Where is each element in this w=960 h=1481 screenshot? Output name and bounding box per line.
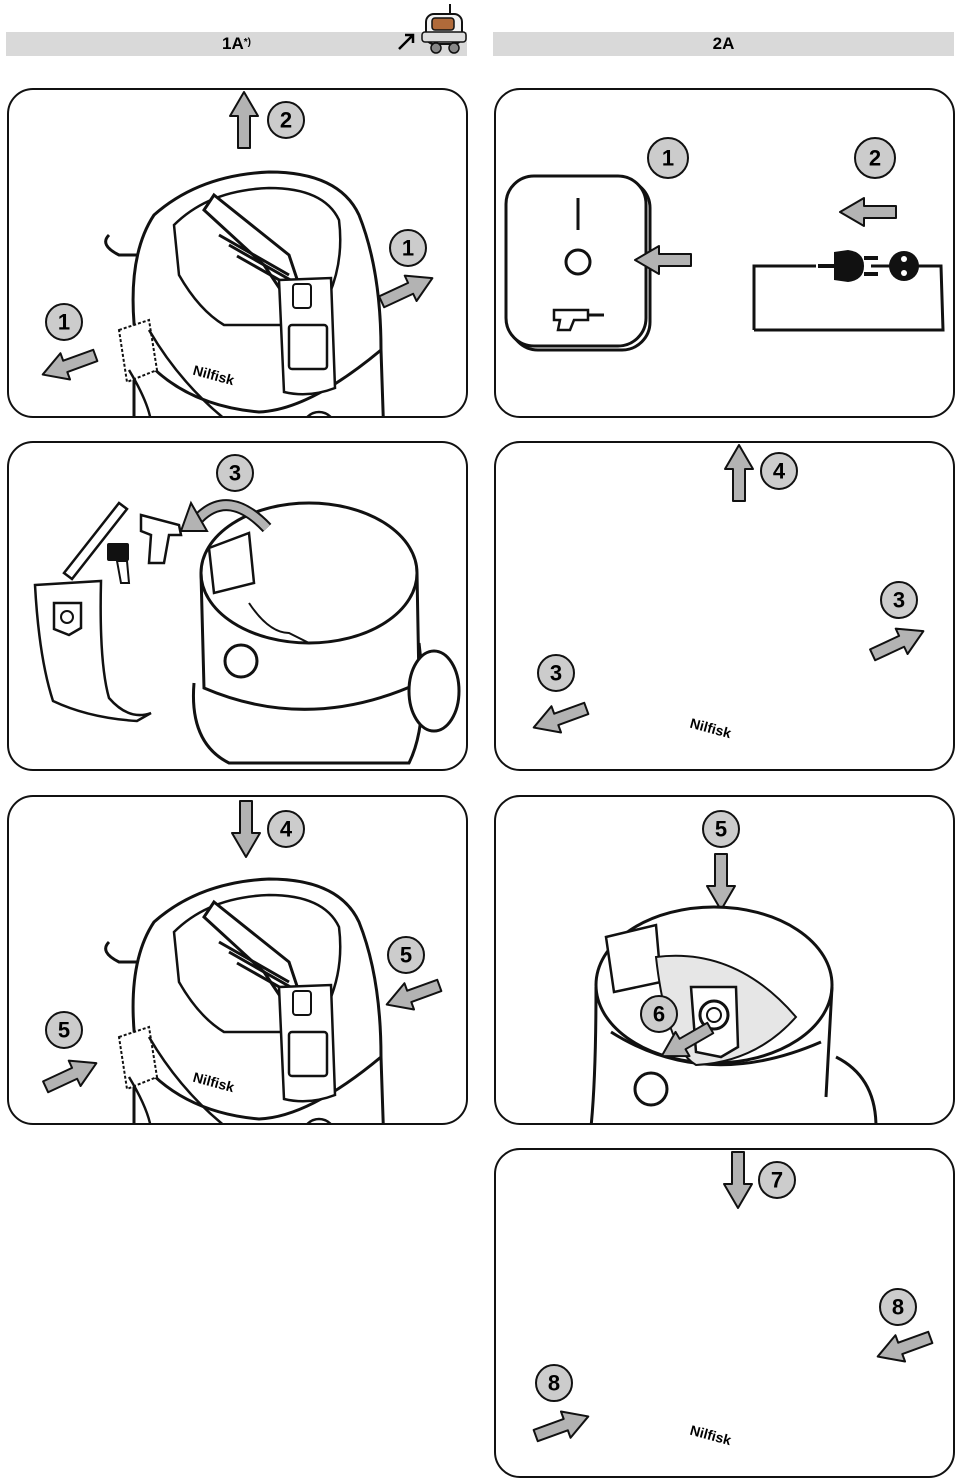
step-number-5: 5 bbox=[715, 817, 727, 842]
warning-icon bbox=[889, 251, 919, 281]
arrow-down bbox=[723, 1151, 753, 1209]
step-badge-3b bbox=[880, 581, 918, 619]
step-number-2: 2 bbox=[869, 146, 881, 171]
step-number-5a: 5 bbox=[58, 1018, 70, 1043]
panel-1a-remove-lid: Nilfisk 2 1 1 bbox=[7, 88, 468, 418]
step-badge-4 bbox=[760, 452, 798, 490]
step-badge-8a bbox=[535, 1364, 573, 1402]
step-badge-6 bbox=[640, 995, 678, 1033]
step-number-4: 4 bbox=[280, 817, 293, 842]
step-number-3b: 3 bbox=[893, 588, 905, 613]
section-title-2a: 2A bbox=[712, 34, 735, 53]
step-badge-1 bbox=[647, 137, 689, 179]
arrow-right bbox=[374, 264, 440, 316]
brand-label: Nilfisk bbox=[688, 1422, 733, 1448]
section-title-1a: 1A bbox=[222, 34, 244, 53]
panel-2a-switch-off-unplug: I O 1 2 bbox=[494, 88, 955, 418]
step-number-3a: 3 bbox=[550, 661, 562, 686]
arrow-down bbox=[706, 853, 736, 911]
section-header-2a: 2A bbox=[493, 32, 954, 56]
step-number-8b: 8 bbox=[892, 1295, 904, 1320]
step-number-5b: 5 bbox=[400, 943, 412, 968]
arrow-left bbox=[380, 971, 446, 1019]
brand-label: Nilfisk bbox=[688, 715, 733, 741]
panel-1a-refit-lid: Nilfisk 4 5 5 bbox=[7, 795, 468, 1125]
arrow-left bbox=[36, 341, 102, 389]
arrow-indicator-icon bbox=[398, 33, 415, 50]
step-badge-5 bbox=[702, 810, 740, 848]
step-number-7: 7 bbox=[771, 1168, 783, 1193]
upholstery-nozzle-icon bbox=[139, 513, 183, 565]
arrow-left bbox=[871, 1323, 937, 1371]
step-number-8a: 8 bbox=[548, 1371, 560, 1396]
step-badge-5b bbox=[387, 936, 425, 974]
step-number-4: 4 bbox=[773, 459, 786, 484]
vacuum-illustration bbox=[104, 877, 386, 1123]
arrow-right bbox=[38, 1049, 104, 1101]
arrow-left bbox=[527, 694, 593, 742]
section-header-1a: 1A*) bbox=[6, 32, 467, 56]
panel-2a-insert-bag: 5 6 bbox=[494, 795, 955, 1125]
step-badge-3a bbox=[537, 654, 575, 692]
step-badge-5a bbox=[45, 1011, 83, 1049]
step-number-3: 3 bbox=[229, 461, 241, 486]
arrow-right bbox=[529, 1402, 595, 1450]
arrow-left bbox=[839, 197, 897, 227]
step-number-2: 2 bbox=[280, 108, 292, 133]
section-footnote-mark: *) bbox=[243, 36, 251, 48]
arrow-up bbox=[229, 91, 259, 149]
panel-2a-refit-lid: Nilfisk 7 8 8 bbox=[494, 1148, 955, 1478]
dust-bag-icon bbox=[33, 579, 152, 723]
brush-nozzle-icon bbox=[107, 543, 131, 584]
power-plug-icon bbox=[818, 250, 878, 282]
step-number-6: 6 bbox=[653, 1002, 665, 1027]
vacuum-illustration bbox=[104, 170, 386, 416]
arrow-up bbox=[724, 444, 754, 502]
step-badge-8b bbox=[879, 1288, 917, 1326]
step-badge-1a bbox=[45, 303, 83, 341]
arrow-right bbox=[865, 617, 931, 669]
panel-2a-remove-lid: Nilfisk 4 3 3 bbox=[494, 441, 955, 771]
vacuum-thumbnail-icon bbox=[421, 4, 467, 54]
step-badge-3 bbox=[216, 454, 254, 492]
step-badge-7 bbox=[758, 1161, 796, 1199]
step-number-1b: 1 bbox=[402, 236, 414, 261]
power-tool-icon bbox=[552, 308, 604, 332]
step-number-1: 1 bbox=[662, 146, 674, 171]
step-badge-1b bbox=[389, 229, 427, 267]
arrow-down bbox=[231, 800, 261, 858]
step-badge-2 bbox=[267, 101, 305, 139]
step-badge-2 bbox=[854, 137, 896, 179]
step-number-1a: 1 bbox=[58, 310, 70, 335]
step-badge-4 bbox=[267, 810, 305, 848]
crevice-nozzle-icon bbox=[62, 501, 129, 581]
panel-1a-remove-accessories: 3 bbox=[7, 441, 468, 771]
tank-illustration bbox=[191, 501, 461, 765]
power-switch-icon bbox=[504, 174, 652, 352]
